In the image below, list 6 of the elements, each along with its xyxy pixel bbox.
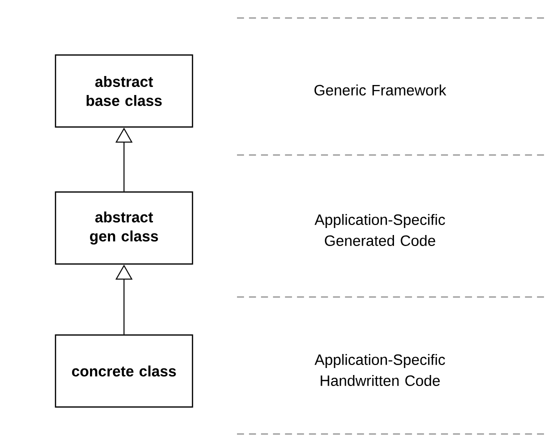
layer-label: Application-Specific Handwritten Code (314, 354, 446, 386)
class-box: abstract gen class (54, 191, 194, 265)
class-box: concrete class (54, 334, 194, 408)
layer-label: Application-Specific Generated Code (314, 214, 446, 246)
layer-label: Generic Framework (314, 84, 446, 96)
class-box: abstract base class (54, 54, 194, 128)
